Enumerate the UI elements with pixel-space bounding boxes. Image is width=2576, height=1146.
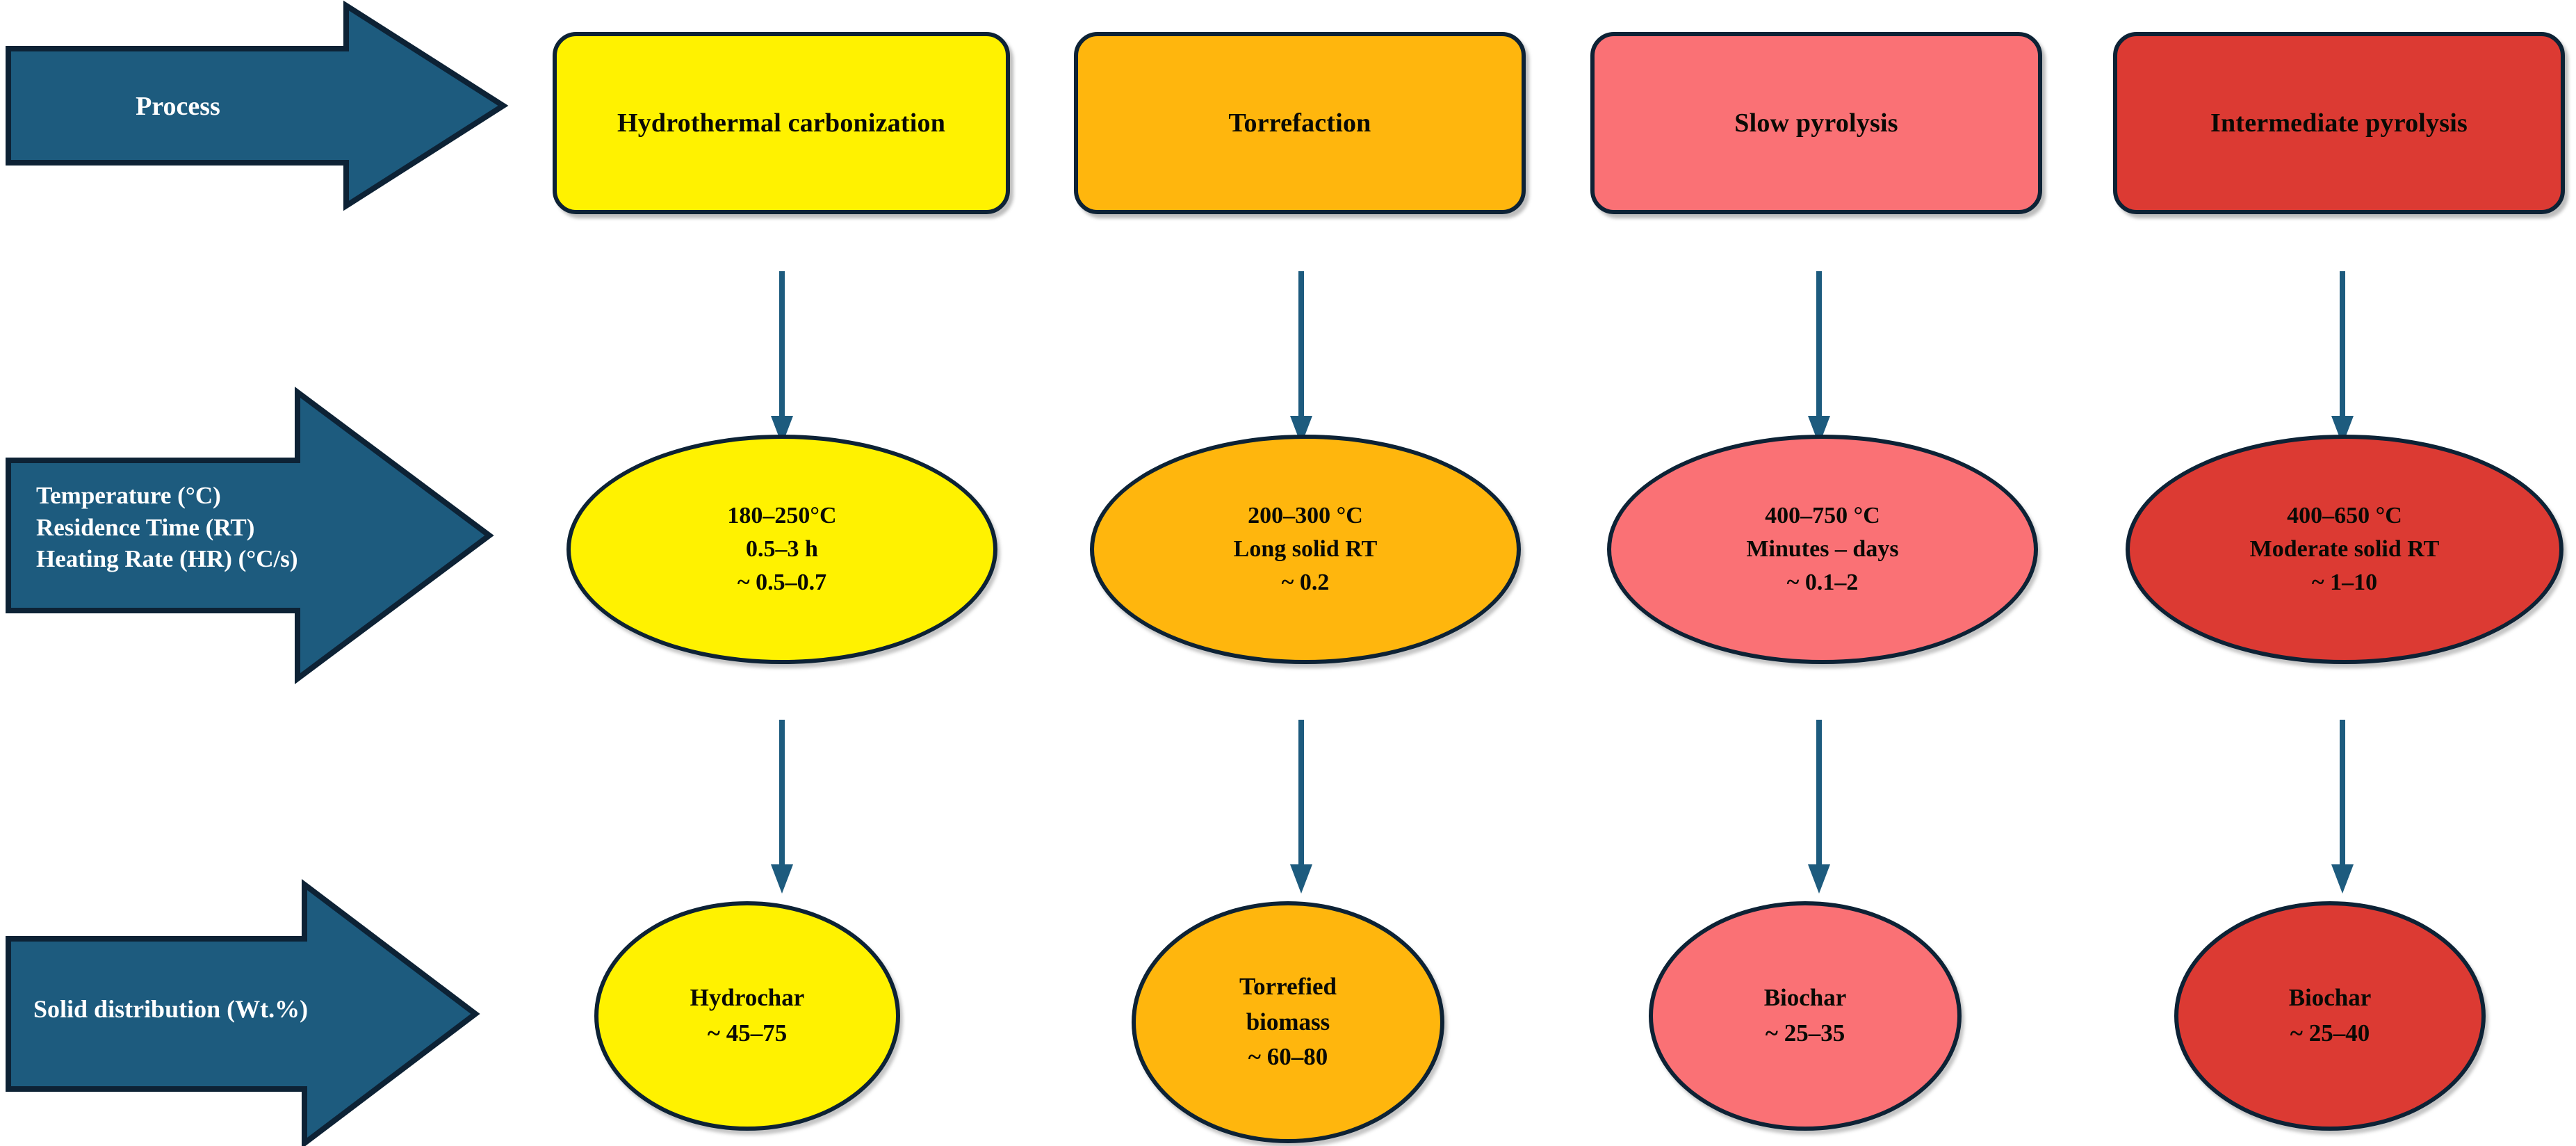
- product-ellipse-biochar-intermediate[interactable]: Biochar ~ 25–40: [2174, 901, 2486, 1131]
- row-label-conditions: Temperature (°C) Residence Time (RT) Hea…: [36, 482, 298, 572]
- condition-ellipse-intermediate-pyrolysis[interactable]: 400–650 °C Moderate solid RT ~ 1–10: [2126, 435, 2563, 664]
- process-arrow-shape: [6, 0, 509, 211]
- connector-arrow-col2-row2-row3: [1287, 720, 1315, 894]
- process-box-hydrothermal-carbonization[interactable]: Hydrothermal carbonization: [553, 32, 1010, 214]
- condition-ellipse-slow-pyrolysis[interactable]: 400–750 °C Minutes – days ~ 0.1–2: [1607, 435, 2038, 664]
- down-arrow-icon: [1808, 720, 1830, 894]
- row-label-process: Process: [136, 92, 220, 121]
- conditions-arrow-shape: [6, 387, 494, 684]
- row-label-solid-distribution: Solid distribution (Wt.%): [33, 995, 309, 1023]
- connector-arrow-col1-row2-row3: [768, 720, 796, 894]
- down-arrow-icon: [1290, 271, 1312, 445]
- row-label-arrow-conditions: Temperature (°C) Residence Time (RT) Hea…: [6, 387, 494, 684]
- connector-arrow-col1-row1-row2: [768, 271, 796, 445]
- connector-arrow-col3-row1-row2: [1805, 271, 1833, 445]
- process-box-intermediate-pyrolysis[interactable]: Intermediate pyrolysis: [2113, 32, 2565, 214]
- condition-ellipse-hydrothermal-carbonization[interactable]: 180–250°C 0.5–3 h ~ 0.5–0.7: [566, 435, 997, 664]
- connector-arrow-col2-row1-row2: [1287, 271, 1315, 445]
- condition-ellipse-torrefaction[interactable]: 200–300 °C Long solid RT ~ 0.2: [1090, 435, 1521, 664]
- process-box-torrefaction[interactable]: Torrefaction: [1074, 32, 1526, 214]
- down-arrow-icon: [771, 271, 793, 445]
- down-arrow-icon: [1808, 271, 1830, 445]
- row-label-arrow-solid-distribution: Solid distribution (Wt.%): [6, 878, 480, 1146]
- connector-arrow-col4-row1-row2: [2329, 271, 2356, 445]
- row-label-arrow-process: Process: [6, 0, 509, 211]
- down-arrow-icon: [771, 720, 793, 894]
- down-arrow-icon: [2331, 271, 2354, 445]
- process-box-slow-pyrolysis[interactable]: Slow pyrolysis: [1590, 32, 2042, 214]
- product-ellipse-torrefied-biomass[interactable]: Torrefied biomass ~ 60–80: [1132, 901, 1444, 1143]
- product-ellipse-hydrochar[interactable]: Hydrochar ~ 45–75: [594, 901, 900, 1131]
- down-arrow-icon: [2331, 720, 2354, 894]
- solid-distribution-arrow-shape: [6, 878, 480, 1146]
- down-arrow-icon: [1290, 720, 1312, 894]
- connector-arrow-col4-row2-row3: [2329, 720, 2356, 894]
- product-ellipse-biochar-slow[interactable]: Biochar ~ 25–35: [1649, 901, 1962, 1131]
- connector-arrow-col3-row2-row3: [1805, 720, 1833, 894]
